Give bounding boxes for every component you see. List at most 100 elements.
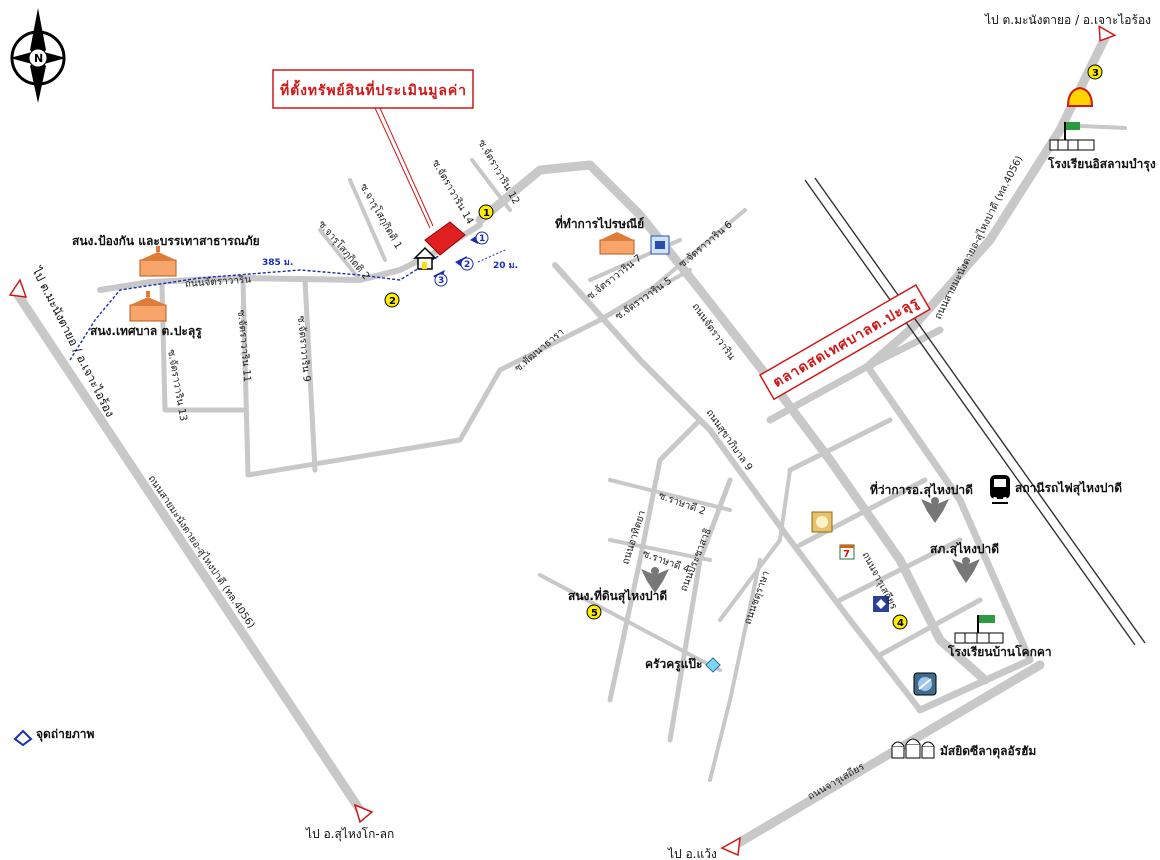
marker-1-label: 1 xyxy=(483,208,490,219)
land-office-label: สนง.ที่ดินสุไหงปาดี xyxy=(568,587,667,604)
road-charoenrat-lower-label: ถนนจารุเสถียร xyxy=(806,760,867,802)
road-chatura xyxy=(718,468,792,622)
marker-5-label: 5 xyxy=(591,608,598,619)
soi-14-label: ซ.จัตราวาริน 14 xyxy=(429,158,475,226)
compass-label: N xyxy=(34,52,43,65)
soi-6 xyxy=(648,208,747,292)
fire-office-label: สนง.ป้องกัน และบรรเทาสาธารณภัย xyxy=(72,234,260,248)
school-kokka-label: โรงเรียนบ้านโคกคา xyxy=(947,644,1052,659)
school-kokka-icon xyxy=(954,615,1004,644)
photo-marker-3: 3 xyxy=(433,270,448,287)
post-office-label: ที่ทำการไปรษณีย์ xyxy=(555,215,644,231)
school-islam-label: โรงเรียนอิสลามบำรุง xyxy=(1047,156,1156,172)
marker-3-top: 3 xyxy=(1087,64,1103,80)
distance-20: 20 ม. xyxy=(493,261,518,271)
marker-1: 1 xyxy=(478,204,494,220)
garuda-icon-land xyxy=(641,567,669,593)
route-dotted xyxy=(69,254,441,361)
svg-text:7: 7 xyxy=(843,549,850,560)
compass-icon: N xyxy=(10,8,66,103)
railway xyxy=(804,177,1146,646)
district-office-label: ที่ว่าการอ.สุไหงปาดี xyxy=(870,481,973,498)
soi-12 xyxy=(470,158,512,212)
property-plot xyxy=(424,221,466,256)
grid-right-1 xyxy=(866,366,1034,714)
property-label: ที่ตั้งทรัพย์สินที่ประเมินมูลค่า xyxy=(280,79,466,99)
house-icon xyxy=(413,246,437,270)
road-pracha xyxy=(667,477,733,743)
road-jaturawin-main xyxy=(475,160,990,685)
bank-icon xyxy=(873,596,889,612)
road-highway-right-label: ถนนสายมะนังตายอ-สุไหงปาดี (ทล.4056) xyxy=(932,154,1025,322)
soi-sukhumvit-1 xyxy=(348,178,387,262)
road-raya-4 xyxy=(608,538,712,562)
legend-photo-label: จุดถ่ายภาพ xyxy=(36,727,95,742)
marker-4-label: 4 xyxy=(897,618,904,629)
mosque-icon xyxy=(891,738,935,759)
photo-marker-1: 1 xyxy=(470,231,489,245)
soi-11 xyxy=(240,277,251,478)
grid-right-2 xyxy=(787,417,893,473)
photo-marker-1-label: 1 xyxy=(479,234,485,244)
photo-marker-2: 2 xyxy=(455,256,474,271)
road-sukhapiban9-label: ถนนสุขาภิบาล 9 xyxy=(704,407,755,473)
garuda-icon-police xyxy=(952,557,980,583)
mosque-label: มัสยิดซีลาตุลอัรฮัม xyxy=(940,744,1036,759)
gold-icon xyxy=(811,511,833,533)
road-sukhapiban9 xyxy=(552,262,923,713)
soi-11-label: ซ.จัตราวาริน 11 xyxy=(235,309,252,382)
police-label: สภ.สุไหงปาดี xyxy=(930,541,999,557)
municipality-icon xyxy=(129,291,167,322)
distance-385: 385 ม. xyxy=(262,258,293,268)
road-network xyxy=(13,33,1127,853)
garuda-icon-district xyxy=(921,497,949,523)
road-highway-left-label: ถนนสายมะนังตายอ-สุไหงปาดี (ทล.4056) xyxy=(146,473,258,631)
marker-5: 5 xyxy=(586,604,602,620)
train-station-label: สถานีรถไฟสุไหงปาดี xyxy=(1015,480,1122,496)
dest-arrow-top-right xyxy=(1098,24,1117,42)
restaurant-icon xyxy=(705,657,721,673)
marker-4: 4 xyxy=(892,614,908,630)
7-eleven-icon: 7 xyxy=(839,544,855,560)
photo-marker-3-label: 3 xyxy=(438,276,444,286)
distance-20-arrow: 20 ม. xyxy=(477,249,518,271)
soi-5 xyxy=(598,268,692,322)
school-islam-icon xyxy=(1049,122,1095,151)
road-atitaya xyxy=(607,417,703,703)
dest-arrow-bottom-left xyxy=(353,803,374,824)
dest-bottom-left: ไป อ.สุไหงโก-ลก xyxy=(305,827,394,842)
road-jaturawin-label: ถนนจัตราวาริน xyxy=(184,274,251,290)
municipality-label: สนง.เทศบาล ต.ปะลุรู xyxy=(90,324,202,339)
marker-2: 2 xyxy=(384,292,400,308)
restaurant-label: ครัวครูแป๊ะ xyxy=(645,657,702,672)
grid-right-4 xyxy=(837,537,963,603)
soi-6-label: ซ.จัตราวาริน 6 xyxy=(677,219,735,270)
grid-right-5 xyxy=(877,597,983,658)
photo-point-legend-icon xyxy=(13,729,33,747)
road-chatura-lower xyxy=(708,558,762,782)
shell-icon xyxy=(1066,86,1094,107)
dest-arrow-left xyxy=(8,278,28,298)
property-label-box: ที่ตั้งทรัพย์สินที่ประเมินมูลค่า xyxy=(272,69,474,229)
photo-marker-2-label: 2 xyxy=(464,260,470,270)
train-icon xyxy=(990,475,1010,504)
road-raya-2 xyxy=(608,478,732,512)
dest-arrow-bottom-center xyxy=(720,836,741,857)
soi-sukhumvit-2 xyxy=(318,228,362,282)
thai-post-icon xyxy=(650,235,670,255)
road-market xyxy=(766,326,944,424)
post-office-icon xyxy=(599,232,635,255)
soi-13 xyxy=(159,282,248,413)
bank-icon-2 xyxy=(913,672,937,696)
soi-5-label: ซ.จัตราวาริน 5 xyxy=(613,275,674,322)
highway-left xyxy=(13,290,365,815)
fire-office-icon xyxy=(139,246,177,277)
soi-phatthana-label: ซ.พัฒนาธารา xyxy=(513,327,567,374)
grid-right-3 xyxy=(797,477,928,548)
marker-3-top-label: 3 xyxy=(1092,68,1099,79)
soi-9 xyxy=(302,277,318,473)
dest-top-right: ไป ต.มะนังตายอ / อ.เจาะไอร้อง xyxy=(984,13,1151,27)
dest-bottom-center: ไป อ.แว้ง xyxy=(667,847,717,860)
road-to-waeng xyxy=(725,660,1045,853)
